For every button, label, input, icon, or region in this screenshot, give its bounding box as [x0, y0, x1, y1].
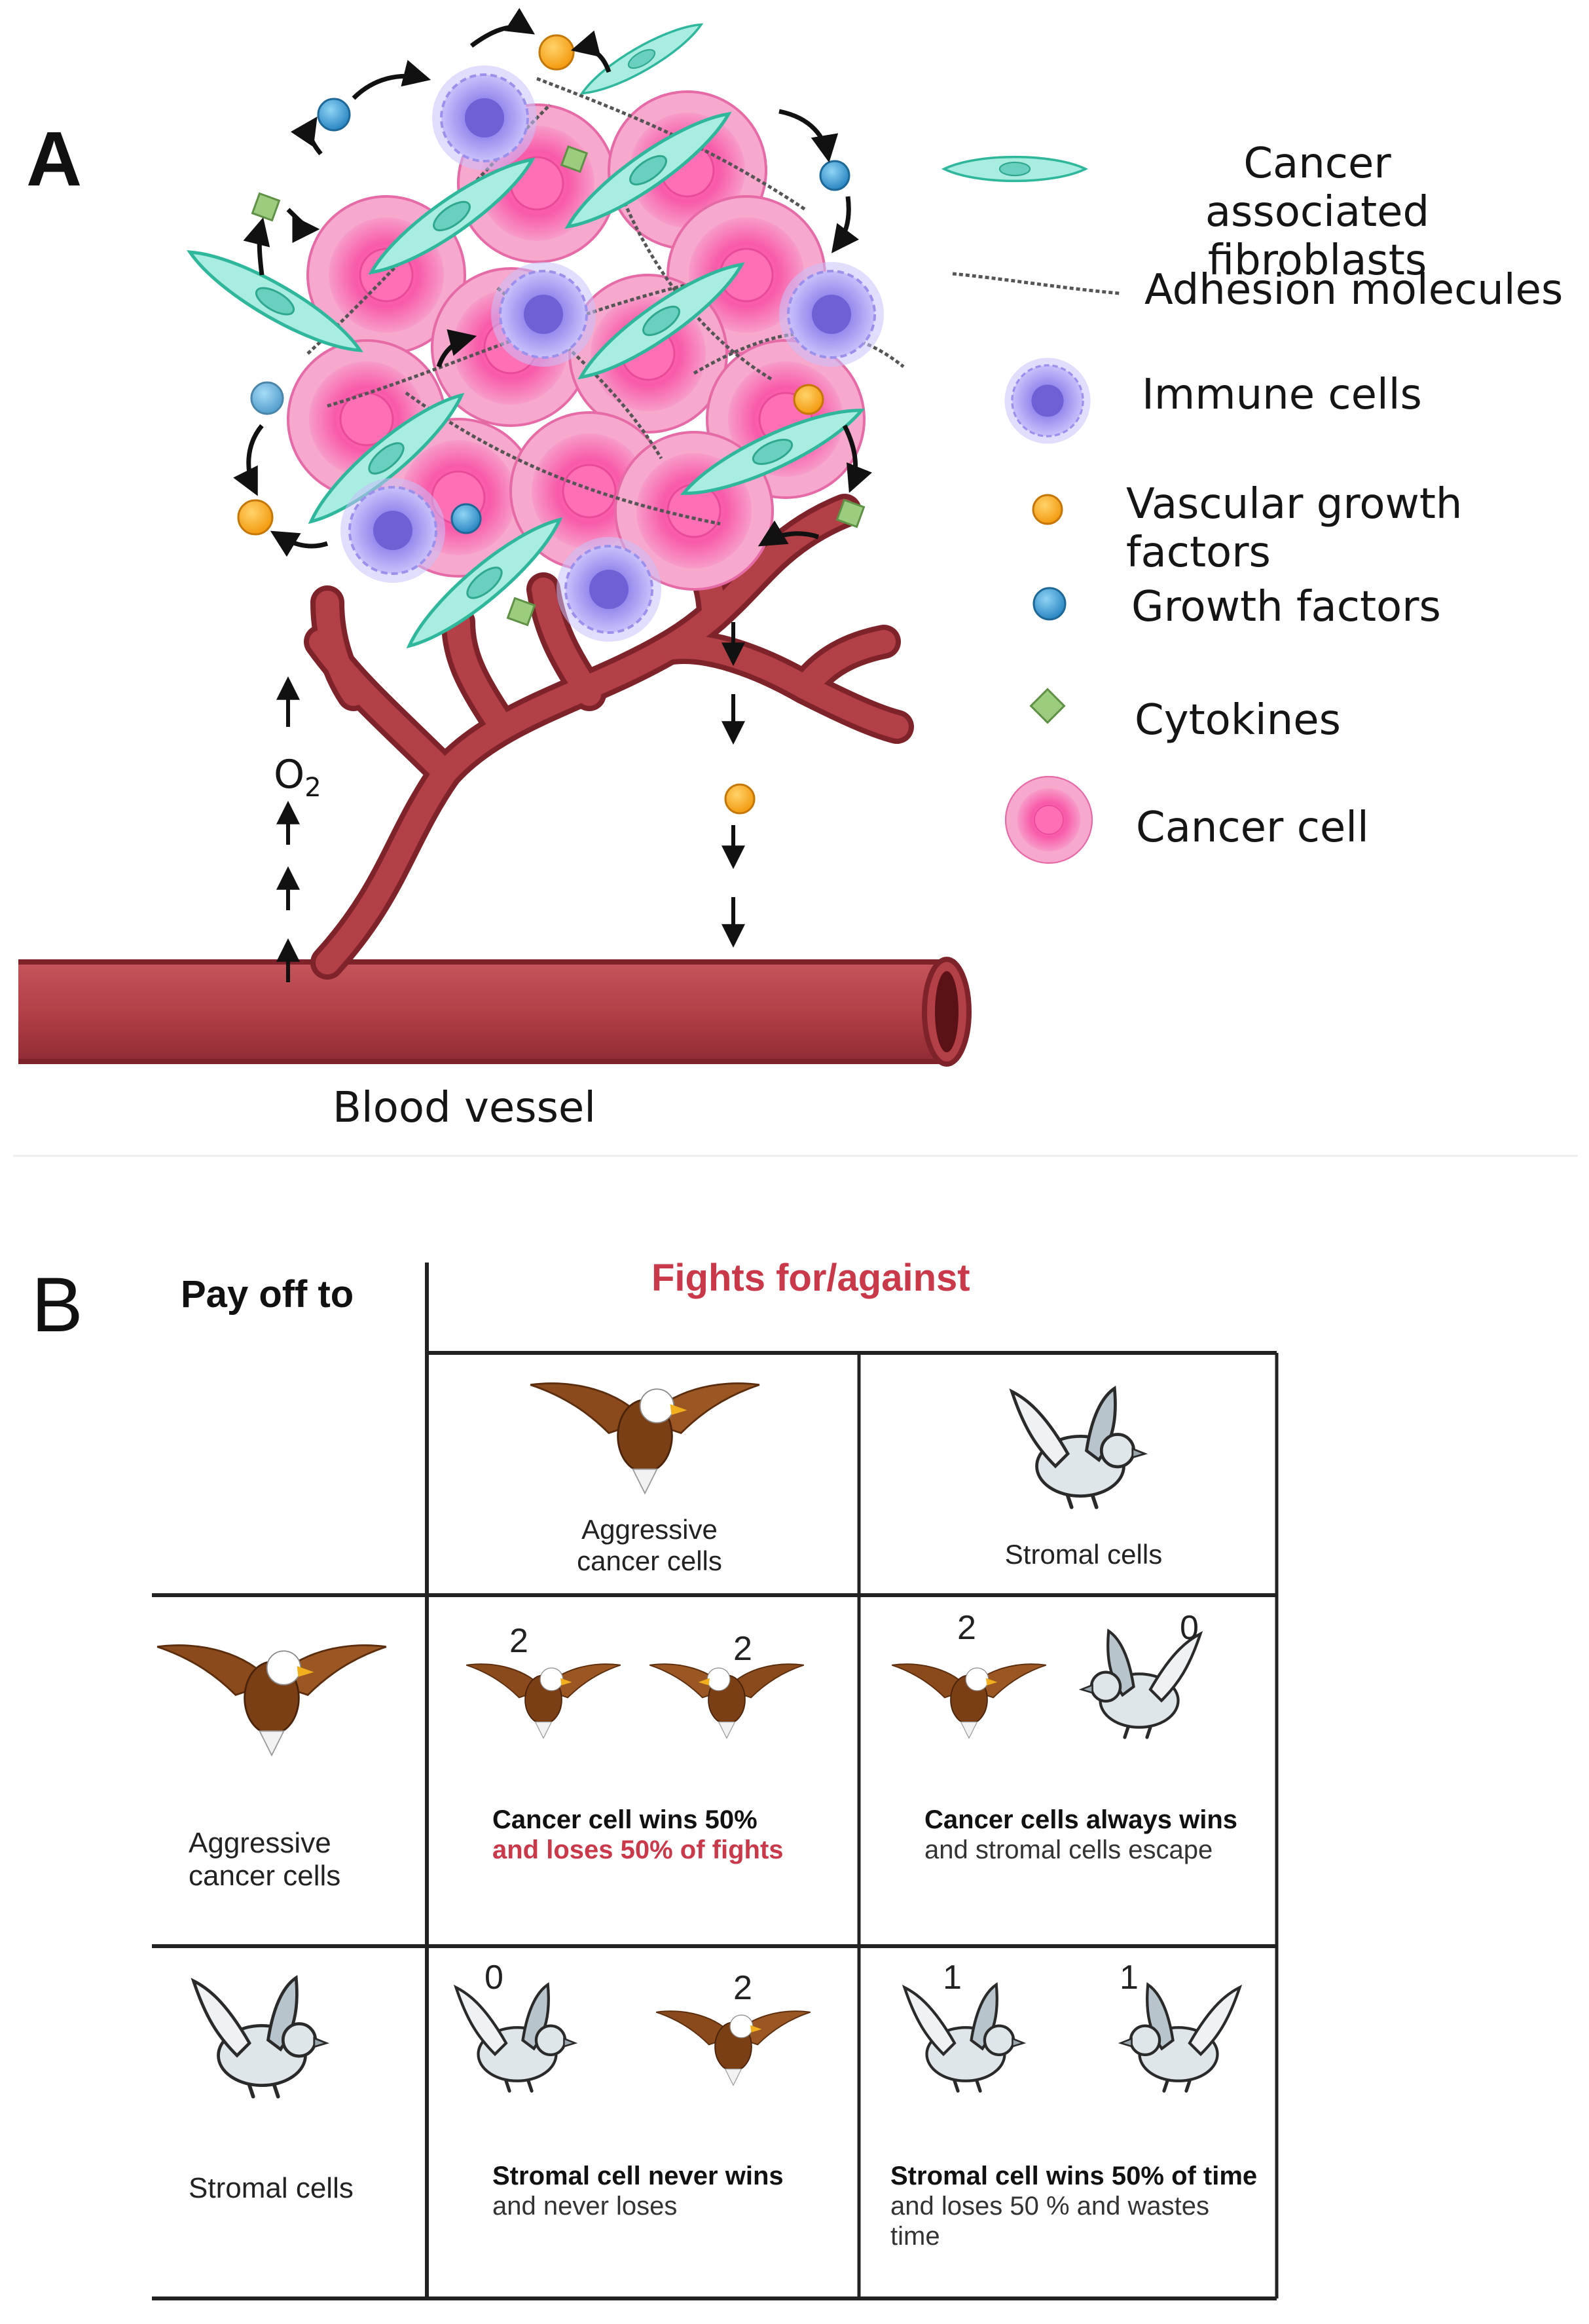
- payoff-value: 2: [509, 1622, 528, 1660]
- eagle-icon: [649, 1663, 805, 1739]
- eagle-icon: [156, 1644, 388, 1756]
- cytokine-icon: [560, 145, 589, 174]
- immune-cell-icon: [490, 261, 597, 368]
- payoff-illustrations: [156, 1382, 1240, 2097]
- oxygen-subscript: 2: [304, 773, 321, 803]
- payoff-matrix-grid: [152, 1263, 1279, 2300]
- outcome-line-1: Stromal cell wins 50% of time: [890, 2162, 1258, 2190]
- payoff-header: Pay off to: [181, 1273, 354, 1316]
- legend-label-cytokines: Cytokines: [1135, 696, 1341, 745]
- dove-icon: [1121, 1985, 1240, 2091]
- immune-cell-icon: [555, 536, 663, 643]
- cytokine-icon: [1029, 688, 1066, 724]
- vascular-growth-factor-icon: [538, 34, 575, 71]
- legend-label-immune: Immune cells: [1142, 371, 1422, 419]
- growth-factor-icon: [317, 98, 351, 132]
- legend-label-cancer-cell: Cancer cell: [1136, 803, 1369, 852]
- cancer-cell-icon: [1004, 775, 1093, 864]
- growth-factor-icon: [819, 160, 850, 191]
- payoff-value: 2: [957, 1609, 976, 1647]
- eagle-icon: [891, 1663, 1047, 1739]
- payoff-value: 2: [733, 1969, 752, 2007]
- outcome-line-2: and loses 50% of fights: [492, 1835, 784, 1864]
- growth-factor-icon: [450, 503, 482, 534]
- growth-factor-icon: [1032, 587, 1067, 621]
- vascular-growth-factor-icon: [1032, 494, 1063, 525]
- immune-cell-icon: [778, 261, 885, 368]
- outcome-stromal-vs-cancer: Stromal cell never wins and never loses: [492, 2161, 846, 2221]
- payoff-value: 0: [484, 1959, 503, 1997]
- row-header-aggressive: Aggressive cancer cells: [189, 1827, 341, 1892]
- row-header-stromal: Stromal cells: [189, 2172, 354, 2204]
- vascular-growth-factor-icon: [793, 384, 824, 415]
- payoff-value: 2: [733, 1630, 752, 1668]
- dove-icon: [194, 1978, 327, 2096]
- legend-label-vascular: Vascular growth factors: [1126, 480, 1463, 577]
- legend-label-growth: Growth factors: [1131, 583, 1441, 631]
- immune-cell-icon: [339, 477, 447, 584]
- immune-cell-icon: [1003, 356, 1092, 445]
- blood-vessel-label: Blood vessel: [333, 1084, 596, 1132]
- fibroblast-icon: [575, 13, 708, 105]
- capillary-tree: [304, 494, 914, 980]
- column-header-aggressive: Aggressive cancer cells: [577, 1514, 722, 1576]
- tumor-cluster: [181, 8, 905, 982]
- vascular-growth-factor-icon: [724, 783, 756, 815]
- panel-a-illustration: [18, 8, 1120, 1067]
- outcome-line-2: and never loses: [492, 2192, 678, 2221]
- payoff-value: 0: [1180, 1609, 1199, 1647]
- outcome-cancer-vs-cancer: Cancer cell wins 50% and loses 50% of fi…: [492, 1805, 846, 1865]
- immune-cell-icon: [431, 64, 538, 172]
- signaling-arrows: [233, 8, 872, 557]
- adhesion-molecule-icon: [952, 272, 1120, 295]
- outcome-line-2: and loses 50 % and wastes time: [890, 2192, 1209, 2251]
- cytokine-icon: [835, 498, 866, 528]
- outcome-line-2: and stromal cells escape: [924, 1835, 1213, 1864]
- dove-icon: [456, 1985, 575, 2091]
- outcome-line-1: Cancer cell wins 50%: [492, 1805, 758, 1834]
- panel-b-letter: B: [31, 1262, 83, 1348]
- vascular-growth-factor-icon: [237, 499, 274, 536]
- oxygen-label: O2: [274, 752, 321, 803]
- outcome-line-1: Stromal cell never wins: [492, 2162, 784, 2190]
- payoff-value: 1: [943, 1959, 962, 1997]
- legend-label-fibroblasts: Cancer associated fibroblasts: [1205, 139, 1430, 285]
- legend-icons: [943, 155, 1120, 864]
- outcome-cancer-vs-stromal: Cancer cells always wins and stromal cel…: [924, 1805, 1265, 1865]
- legend-label-adhesion: Adhesion molecules: [1144, 266, 1563, 314]
- outcome-stromal-vs-stromal: Stromal cell wins 50% of time and loses …: [890, 2161, 1270, 2251]
- eagle-icon: [466, 1663, 621, 1739]
- eagle-icon: [529, 1382, 761, 1494]
- oxygen-symbol: O: [274, 752, 305, 798]
- blood-vessel: [18, 957, 972, 1067]
- dove-icon: [1012, 1388, 1145, 1507]
- cytokine-icon: [251, 192, 281, 222]
- eagle-icon: [655, 2010, 811, 2086]
- panel-a-letter: A: [26, 116, 82, 202]
- column-header-stromal: Stromal cells: [1004, 1539, 1163, 1570]
- fights-header: Fights for/against: [651, 1257, 970, 1299]
- cytokine-icon: [506, 597, 536, 627]
- dove-icon: [905, 1985, 1024, 2091]
- payoff-value: 1: [1120, 1959, 1139, 1997]
- growth-factor-icon: [250, 381, 284, 415]
- outcome-line-1: Cancer cells always wins: [924, 1805, 1238, 1834]
- fibroblast-icon: [943, 155, 1087, 183]
